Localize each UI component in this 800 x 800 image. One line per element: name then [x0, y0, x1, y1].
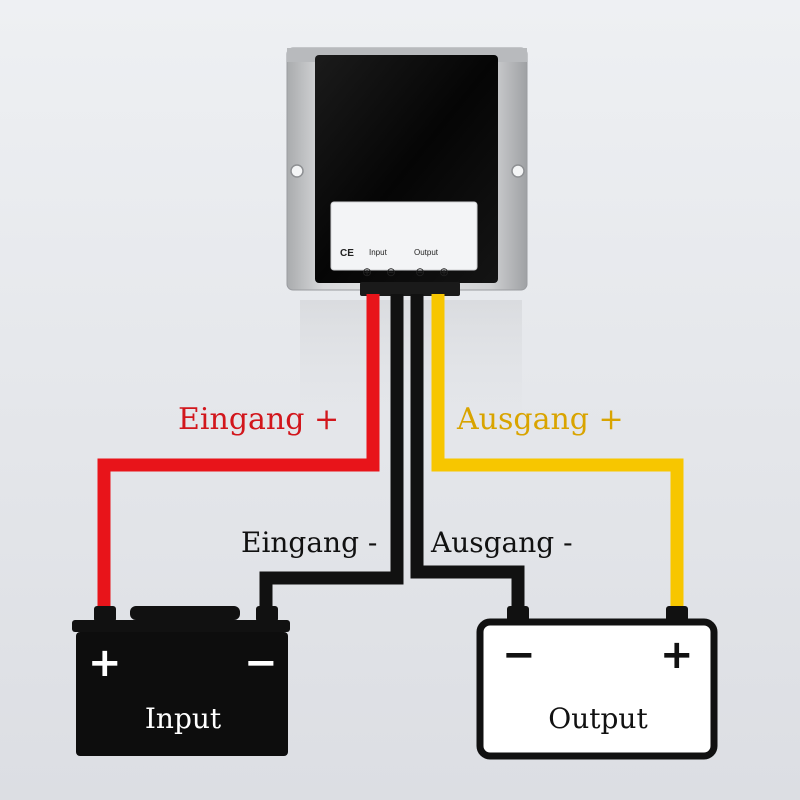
output-positive-label: Ausgang +	[456, 402, 624, 437]
output-positive-wire	[431, 294, 684, 612]
mounting-hole-icon	[290, 164, 304, 178]
cable-boot	[360, 282, 460, 296]
input-battery-label: Input	[145, 702, 222, 735]
terminal-minus-icon: ⊖	[386, 265, 396, 279]
module-sticker	[330, 201, 478, 271]
output-battery-label: Output	[548, 702, 648, 735]
input-negative-wire	[259, 294, 404, 612]
battery-plus-sign: +	[660, 632, 694, 678]
terminal-plus-icon: ⊕	[362, 265, 372, 279]
module-output-label: Output	[414, 248, 439, 257]
input-positive-label: Eingang +	[178, 402, 339, 437]
output-negative-wire	[410, 294, 525, 612]
input-negative-label: Eingang -	[241, 526, 377, 559]
battery-body	[476, 618, 718, 760]
converter-module: CE Input Output ⊕ ⊖ ⊖ ⊕	[286, 47, 528, 296]
battery-terminal-negative	[256, 606, 278, 622]
module-input-label: Input	[369, 248, 388, 257]
input-positive-wire	[97, 294, 380, 612]
terminal-minus-icon: ⊖	[415, 265, 425, 279]
battery-terminal-positive	[94, 606, 116, 622]
battery-top-ridge	[130, 606, 240, 620]
battery-minus-sign: −	[244, 640, 278, 686]
battery-minus-sign: −	[502, 632, 536, 678]
mounting-hole-icon	[511, 164, 525, 178]
ce-mark-icon: CE	[340, 248, 354, 259]
output-negative-label: Ausgang -	[430, 526, 573, 559]
input-battery: + − Input	[72, 606, 290, 756]
battery-body	[76, 632, 288, 756]
output-battery: − + Output	[476, 606, 718, 760]
wires	[97, 294, 684, 612]
terminal-plus-icon: ⊕	[439, 265, 449, 279]
battery-lid	[72, 620, 290, 632]
battery-plus-sign: +	[88, 640, 122, 686]
